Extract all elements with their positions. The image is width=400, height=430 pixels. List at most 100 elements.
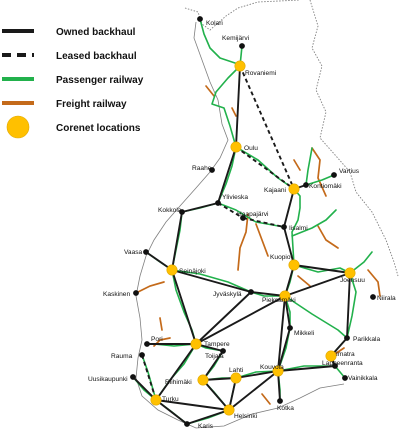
owned-link-rovaniemi-oulu [235,65,241,148]
passenger-railway-17 [346,272,357,339]
freight-railway-12 [261,393,271,405]
owned-link-toijala-riihimaki [202,350,224,381]
owned-link-iisalmi-kuopio [283,226,295,266]
city-label-pori: Pori [151,336,163,343]
city-label-toijala: Toijala [205,353,224,360]
city-label-haapajarvi: Haapajärvi [237,211,269,218]
owned-link-joensuu-parikkala [346,272,351,339]
owned-link-riihimaki-helsinki [202,379,230,411]
node-marker-kontiomaki[interactable] [303,182,309,188]
legend-label-freight: Freight railway [56,99,127,110]
passenger-railway-5 [291,188,301,266]
node-marker-vaasa[interactable] [143,249,149,255]
city-label-kokkola: Kokkola [158,207,182,214]
passenger-railway-38 [349,251,373,274]
leased-link-haapajarvi-iisalmi [242,217,285,228]
corenet-marker-rovaniemi[interactable] [234,60,246,72]
city-label-joensuu: Joensuu [340,277,365,284]
city-label-lahti: Lahti [229,367,244,374]
legend-corenet-symbol [6,115,30,139]
node-marker-vainikkala[interactable] [342,375,348,381]
leased-link-oulu-kajaani [235,146,295,190]
node-marker-ylivieska[interactable] [215,200,221,206]
node-marker-kokkola[interactable] [179,209,185,215]
coast-line [135,21,345,429]
node-marker-vartius[interactable] [331,172,337,178]
city-label-vainikkala: Vainikkala [348,375,378,382]
node-marker-jyvaskyla[interactable] [248,289,254,295]
city-label-ylivieska: Ylivieska [222,194,248,201]
corenet-marker-oulu[interactable] [230,141,242,153]
owned-link-turku-helsinki [155,399,230,411]
node-marker-kaskinen[interactable] [133,290,139,296]
freight-railway-2 [237,213,249,271]
legend-item-freight: Freight railway [2,99,127,110]
corenet-marker-kouvola[interactable] [272,365,284,377]
owned-link-mikkeli-kouvola [277,327,291,372]
node-marker-niirala[interactable] [370,294,376,300]
node-marker-mikkeli[interactable] [287,325,293,331]
node-marker-kolari[interactable] [197,16,203,22]
node-marker-iisalmi[interactable] [281,224,287,230]
owned-link-kajaani-iisalmi [283,188,295,228]
node-marker-lappeenranta[interactable] [332,363,338,369]
corenet-marker-helsinki[interactable] [223,404,235,416]
node-marker-toijala[interactable] [220,348,226,354]
node-marker-haapajarvi[interactable] [240,215,246,221]
border-line [184,0,399,277]
owned-link-seinajoki-tampere [171,269,197,345]
city-label-kouvola: Kouvola [260,364,284,371]
passenger-railway-35 [305,174,335,186]
corenet-marker-pieksamaki[interactable] [279,290,291,302]
city-label-lappeenranta: Lappeenranta [322,360,363,367]
node-marker-parikkala[interactable] [344,335,350,341]
node-marker-kemijarvi[interactable] [239,43,245,49]
corenet-marker-turku[interactable] [150,394,162,406]
corenet-marker-kuopio[interactable] [288,259,300,271]
owned-link-tampere-turku [155,343,197,401]
legend-item-owned: Owned backhaul [2,27,136,38]
legend-item-corenet: Corenet locations [6,115,141,139]
node-marker-pori[interactable] [144,341,150,347]
city-label-jyvaskyla: Jyväskylä [213,291,242,298]
coastline [135,21,345,429]
owned-link-oulu-ylivieska [217,146,237,204]
passenger-railway-1 [199,18,239,65]
corenet-marker-seinajoki[interactable] [166,264,178,276]
passenger-railway-11 [171,269,252,293]
freight-railway-8 [159,317,163,331]
city-label-raahe: Raahe [192,165,212,172]
corenet-marker-kajaani[interactable] [288,183,300,195]
node-marker-karis[interactable] [184,421,190,427]
owned-link-pieksamaki-tampere [195,295,286,345]
corenet-marker-joensuu[interactable] [344,267,356,279]
legend-label-corenet: Corenet locations [56,123,141,134]
owned-link-kouvola-lappeenranta [277,365,336,372]
city-label-imatra: Imatra [336,351,355,358]
legend-item-passenger: Passenger railway [2,75,144,86]
city-label-iisalmi: Iisalmi [289,225,308,232]
freight-railway-1 [311,147,327,197]
node-marker-raahe[interactable] [209,167,215,173]
city-label-helsinki: Helsinki [234,413,258,420]
owned-link-lahti-kouvola [235,370,279,379]
corenet-marker-imatra[interactable] [325,350,337,362]
freight-railway-6 [135,281,165,294]
node-marker-rauma[interactable] [139,352,145,358]
corenet-marker-riihimaki[interactable] [197,374,209,386]
corenet-marker-lahti[interactable] [230,372,242,384]
corenet-marker-tampere[interactable] [190,338,202,350]
city-label-parikkala: Parikkala [353,336,380,343]
freight-railways [135,85,381,405]
node-marker-kotka[interactable] [277,398,283,404]
national-border [184,0,399,277]
freight-railway-10 [367,269,381,297]
node-marker-uusikaupunki[interactable] [130,374,136,380]
freight-railway-5 [317,225,339,249]
city-label-karis: Karis [198,423,214,430]
city-label-vaasa: Vaasa [124,249,143,256]
